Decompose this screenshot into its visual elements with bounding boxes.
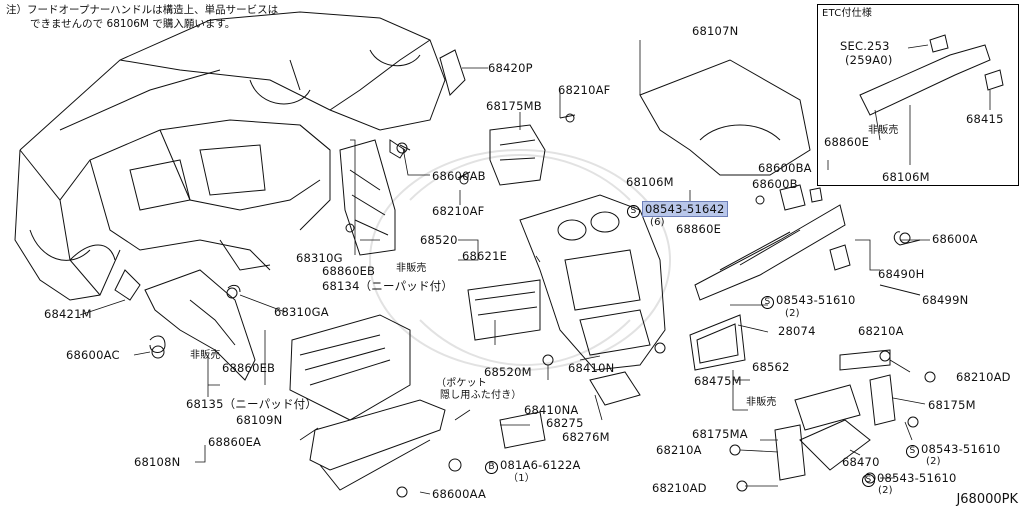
fasteners-drawing bbox=[151, 113, 936, 498]
label-68562[interactable]: 68562 bbox=[752, 360, 790, 374]
diagram-code: J68000PK bbox=[956, 492, 1018, 507]
center-cluster-drawing bbox=[467, 194, 666, 371]
label-68600AB[interactable]: 68600AB bbox=[432, 169, 486, 183]
label-sec-253[interactable]: SEC.253 bbox=[840, 39, 890, 53]
knee-pad-drawing bbox=[144, 269, 446, 491]
label-68860EA[interactable]: 68860EA bbox=[208, 435, 262, 449]
label-08543-51642-qty: (6) bbox=[650, 217, 665, 228]
service-note: 注）フードオープナーハンドルは構造上、単品サービスは できませんので 68106… bbox=[6, 3, 278, 31]
label-68310GA[interactable]: 68310GA bbox=[274, 305, 329, 319]
s-marker: S bbox=[862, 474, 875, 487]
leader-lines bbox=[79, 40, 991, 495]
label-08543-51610-a-qty: (2) bbox=[785, 308, 800, 319]
pocket-note-line2: 隠し用ふた付き） bbox=[440, 390, 522, 401]
label-68210AF-top[interactable]: 68210AF bbox=[558, 83, 611, 97]
pocket-note-line1: （ポケット bbox=[436, 378, 487, 389]
label-08543-51610-c-qty: (2) bbox=[878, 485, 893, 496]
label-68175M[interactable]: 68175M bbox=[928, 398, 976, 412]
small-parts-drawing bbox=[114, 49, 576, 353]
label-68210AD-b[interactable]: 68210AD bbox=[652, 481, 707, 495]
label-68276M[interactable]: 68276M bbox=[562, 430, 610, 444]
s-marker: S bbox=[761, 296, 774, 309]
label-68134[interactable]: 68134（ニーパッド付） bbox=[322, 279, 454, 293]
label-68600AA[interactable]: 68600AA bbox=[432, 487, 487, 501]
label-68475M[interactable]: 68475M bbox=[694, 374, 742, 388]
label-68275[interactable]: 68275 bbox=[546, 416, 584, 430]
label-68470[interactable]: 68470 bbox=[842, 455, 880, 469]
label-68600B[interactable]: 68600B bbox=[752, 177, 798, 191]
s-marker: S bbox=[906, 445, 919, 458]
label-68410NA[interactable]: 68410NA bbox=[524, 403, 579, 417]
label-081A6-6122A-qty: （1） bbox=[508, 473, 535, 484]
label-68310G[interactable]: 68310G bbox=[296, 251, 343, 265]
label-68175MA[interactable]: 68175MA bbox=[692, 427, 748, 441]
label-68860EB-top[interactable]: 68860EB bbox=[322, 264, 376, 278]
label-68210A-b[interactable]: 68210A bbox=[656, 443, 702, 457]
label-68520[interactable]: 68520 bbox=[420, 233, 458, 247]
label-68420P[interactable]: 68420P bbox=[488, 61, 533, 75]
label-etc-68415[interactable]: 68415 bbox=[966, 112, 1004, 126]
label-non-sale-2: 非販売 bbox=[190, 350, 221, 361]
etc-parts-drawing bbox=[859, 34, 1004, 116]
watermark-logo bbox=[369, 149, 671, 371]
instrument-panel-drawing bbox=[14, 11, 446, 301]
label-08543-51610-a-text: 08543-51610 bbox=[776, 293, 856, 307]
label-68860EB-bot[interactable]: 68860EB bbox=[222, 361, 276, 375]
label-68860E[interactable]: 68860E bbox=[676, 222, 722, 236]
label-etc-68106M[interactable]: 68106M bbox=[882, 170, 930, 184]
label-08543-51610-b-text: 08543-51610 bbox=[921, 442, 1001, 456]
label-68621E[interactable]: 68621E bbox=[462, 249, 508, 263]
label-68600A[interactable]: 68600A bbox=[932, 232, 978, 246]
service-note-line1: 注）フードオープナーハンドルは構造上、単品サービスは bbox=[6, 4, 279, 16]
b-marker: B bbox=[485, 461, 498, 474]
label-081A6-6122A-text: 081A6-6122A bbox=[500, 458, 581, 472]
label-68109N[interactable]: 68109N bbox=[236, 413, 283, 427]
glove-box-drawing bbox=[499, 349, 896, 481]
etc-spec-box bbox=[817, 4, 1019, 186]
label-68175MB[interactable]: 68175MB bbox=[486, 99, 542, 113]
label-non-sale-1: 非販売 bbox=[396, 263, 427, 274]
label-etc-non-sale: 非販売 bbox=[868, 125, 899, 136]
label-68600BA[interactable]: 68600BA bbox=[758, 161, 812, 175]
label-68210A-r[interactable]: 68210A bbox=[858, 324, 904, 338]
label-68135[interactable]: 68135（ニーパッド付） bbox=[186, 397, 318, 411]
label-68490H[interactable]: 68490H bbox=[878, 267, 925, 281]
service-note-line2: できませんので 68106M で購入願います。 bbox=[30, 18, 236, 30]
label-sec-253-sub: (259A0) bbox=[845, 53, 893, 67]
label-68520M[interactable]: 68520M bbox=[484, 365, 532, 379]
s-marker: S bbox=[627, 205, 640, 218]
label-08543-51610-c-text: 08543-51610 bbox=[877, 471, 957, 485]
label-68410N[interactable]: 68410N bbox=[568, 361, 615, 375]
label-08543-51642-text: 08543-51642 bbox=[642, 201, 728, 217]
label-28074[interactable]: 28074 bbox=[778, 324, 816, 338]
label-68107N[interactable]: 68107N bbox=[692, 24, 739, 38]
label-68600AC[interactable]: 68600AC bbox=[66, 348, 120, 362]
label-68108N[interactable]: 68108N bbox=[134, 455, 181, 469]
label-68421M[interactable]: 68421M bbox=[44, 307, 92, 321]
monitor-drawing bbox=[689, 314, 746, 371]
upper-panel-drawing bbox=[639, 59, 811, 176]
label-etc-68860E[interactable]: 68860E bbox=[824, 135, 870, 149]
etc-box-title: ETC付仕様 bbox=[822, 8, 873, 19]
label-non-sale-3: 非販売 bbox=[746, 397, 777, 408]
side-panel-drawing bbox=[694, 184, 921, 301]
label-08543-51610-b-qty: (2) bbox=[926, 456, 941, 467]
label-68499N[interactable]: 68499N bbox=[922, 293, 969, 307]
label-68210AD-r[interactable]: 68210AD bbox=[956, 370, 1011, 384]
label-68106M[interactable]: 68106M bbox=[626, 175, 674, 189]
label-68210AF-mid[interactable]: 68210AF bbox=[432, 204, 485, 218]
